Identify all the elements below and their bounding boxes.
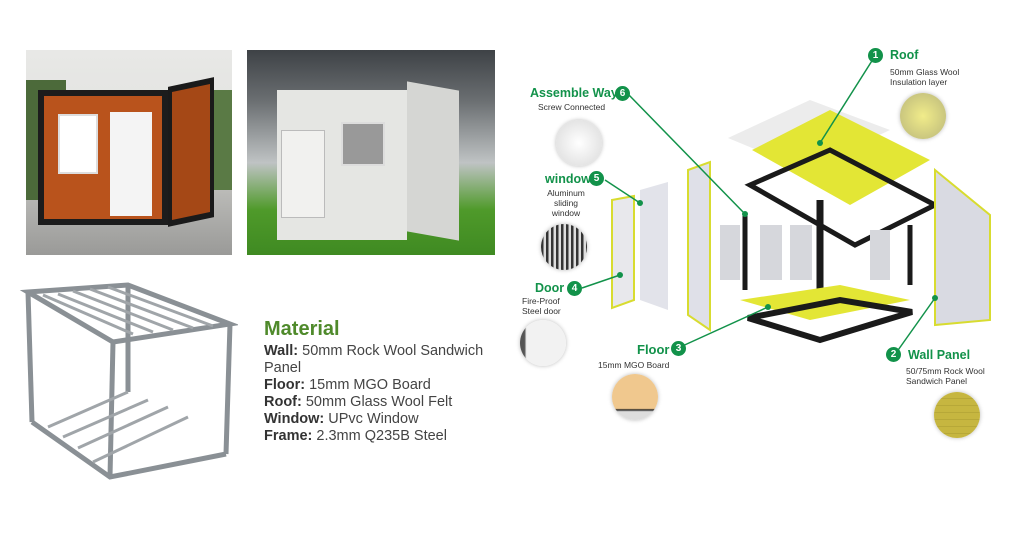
steel-frame-illustration	[19, 282, 238, 480]
floor-desc: 15mm MGO Board	[598, 360, 670, 370]
material-window: Window: UPvc Window	[264, 411, 419, 427]
white-house-photo	[247, 50, 495, 255]
material-floor: Floor: 15mm MGO Board	[264, 377, 431, 393]
window-number-badge: 5	[589, 171, 604, 186]
floor-number-badge: 3	[671, 341, 686, 356]
material-title: Material	[264, 318, 340, 340]
assemble-way-number-badge: 6	[615, 86, 630, 101]
glass-wool-detail-photo	[900, 93, 946, 139]
sliding-window-detail-photo	[541, 224, 587, 270]
window-label: window	[545, 172, 591, 186]
door-icon	[281, 130, 325, 218]
material-frame: Frame: 2.3mm Q235B Steel	[264, 428, 447, 444]
rock-wool-detail-photo	[934, 392, 980, 438]
screw-connection-detail-photo	[556, 120, 602, 166]
window-desc: Aluminum sliding window	[547, 188, 585, 218]
window-icon	[341, 122, 385, 166]
material-wall: Wall: 50mm Rock Wool Sandwich	[264, 343, 484, 359]
wall-panel-label: Wall Panel	[908, 348, 971, 362]
orange-house-photo	[26, 50, 232, 255]
wall-panel-desc: 50/75mm Rock Wool Sandwich Panel	[906, 366, 985, 386]
material-wall-cont: Panel	[264, 360, 302, 376]
window-icon	[58, 114, 98, 174]
assemble-way-label: Assemble Way	[530, 86, 618, 100]
material-roof: Roof: 50mm Glass Wool Felt	[264, 394, 453, 410]
door-desc: Fire-Proof Steel door	[522, 296, 561, 316]
door-icon	[110, 112, 152, 216]
steel-door-detail-photo	[520, 320, 566, 366]
door-number-badge: 4	[567, 281, 582, 296]
door-label: Door	[535, 281, 565, 295]
floor-label: Floor	[637, 342, 670, 357]
mgo-board-detail-photo	[612, 374, 658, 420]
roof-number-badge: 1	[868, 48, 883, 63]
wall-panel-number-badge: 2	[886, 347, 901, 362]
assemble-way-desc: Screw Connected	[538, 102, 606, 112]
roof-label: Roof	[890, 48, 919, 62]
roof-desc: 50mm Glass Wool Insulation layer	[890, 67, 960, 87]
